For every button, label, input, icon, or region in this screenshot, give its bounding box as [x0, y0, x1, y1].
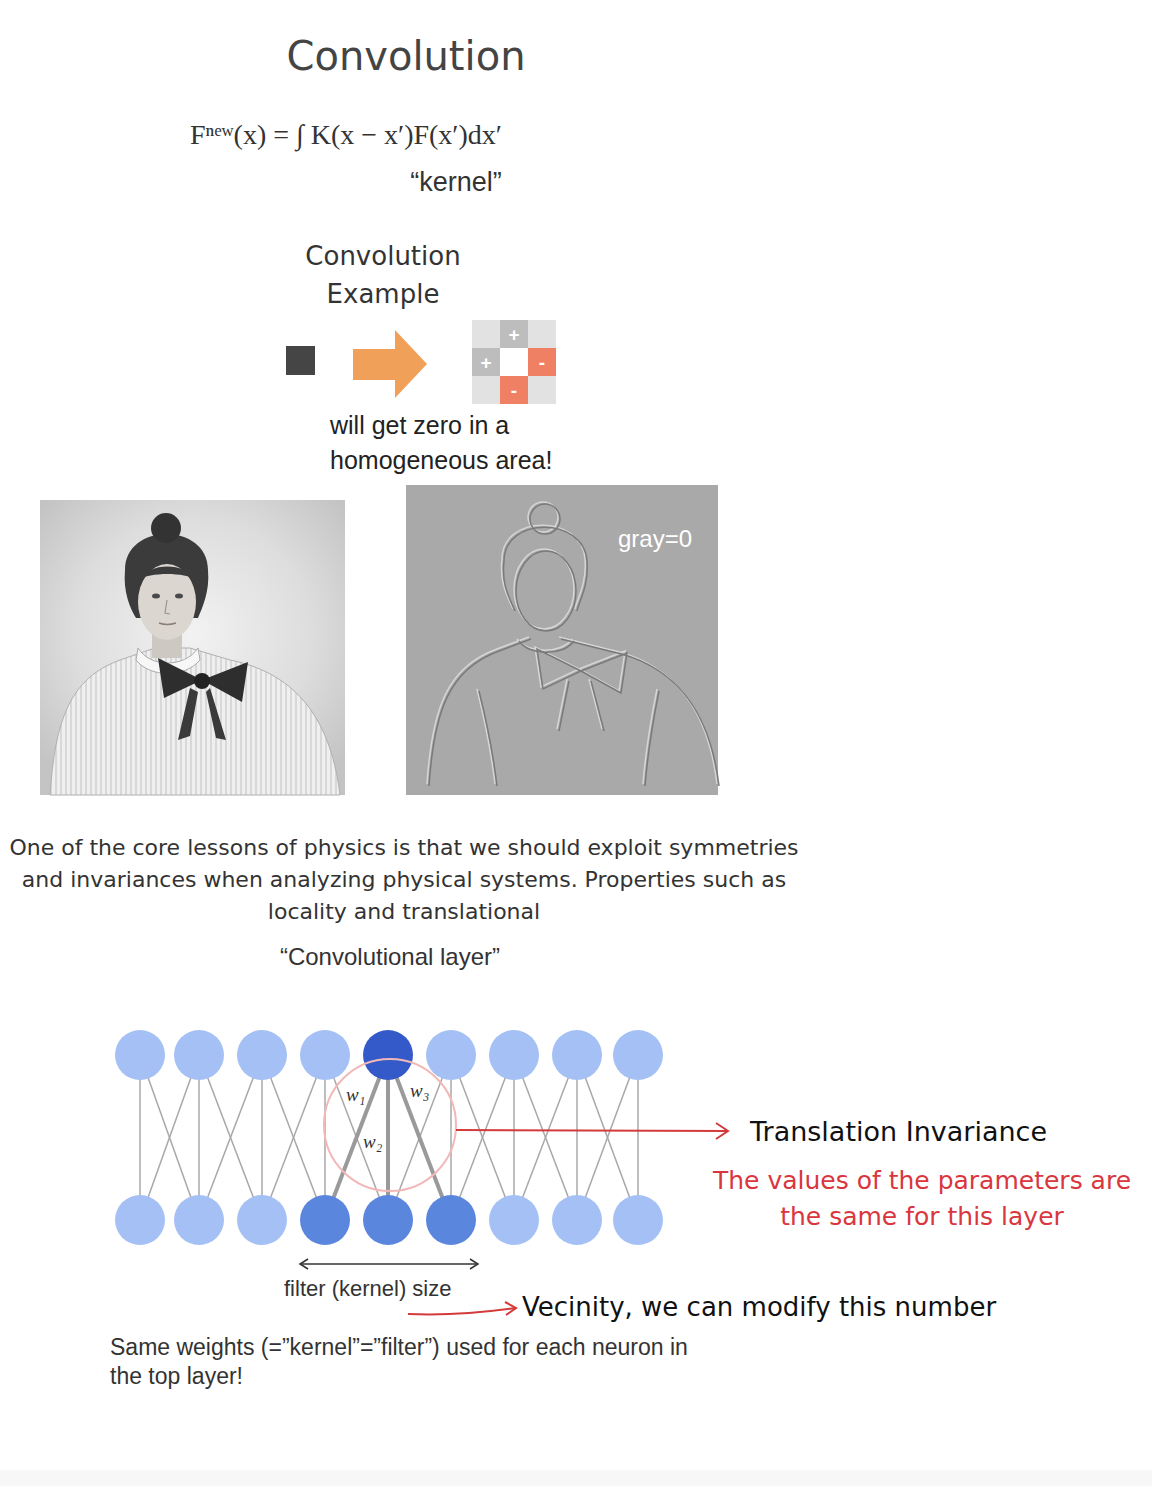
photo-background [40, 500, 345, 795]
neural-net [115, 1030, 663, 1245]
neuron [115, 1195, 165, 1245]
sign-label: + [480, 353, 491, 372]
section-heading: Convolution Example [283, 238, 483, 313]
connection-line [577, 1055, 638, 1220]
connection-line [388, 1055, 451, 1220]
arrow-head [470, 1259, 478, 1269]
neuron [237, 1030, 287, 1080]
nose [165, 600, 170, 614]
note: Same weights (=”kernel”=”filter”) used f… [110, 1333, 700, 1391]
neuron [237, 1195, 287, 1245]
connection-line [262, 1055, 325, 1220]
page-title: Convolution [287, 32, 526, 80]
sign-label: + [508, 325, 519, 344]
highlight-circle [324, 1059, 456, 1191]
vecinity-arrow [408, 1302, 516, 1315]
translation-arrow [456, 1123, 728, 1139]
portrait-photo [40, 500, 345, 795]
note: will get zero in a homogeneous area! [330, 408, 566, 478]
orange-arrow [353, 330, 427, 398]
weight-label: w₂ [363, 1131, 382, 1154]
formula: Fⁿᵉʷ(x) = ∫ K(x − x′)F(x′)dx′ [190, 118, 502, 152]
kernel-cell-bg [500, 348, 528, 376]
neuron [552, 1030, 602, 1080]
neuron [363, 1195, 413, 1245]
neuron [552, 1195, 602, 1245]
annotation: The values of the parameters are the sam… [699, 1163, 1145, 1236]
neuron [426, 1195, 476, 1245]
connection-line [140, 1055, 199, 1220]
eye [175, 594, 183, 599]
weight-label: w₃ [410, 1080, 429, 1103]
mouth [159, 623, 176, 625]
subheading: “Convolutional layer” [280, 943, 500, 972]
neuron [613, 1030, 663, 1080]
kernel-cell: - [500, 376, 528, 404]
arrow-shaft [456, 1130, 728, 1131]
dress [50, 648, 340, 795]
neuron [174, 1030, 224, 1080]
kernel-grid [472, 320, 556, 404]
sign-label: - [511, 381, 517, 400]
connection-line [199, 1055, 262, 1220]
connection-line [325, 1055, 388, 1220]
hair-front [138, 567, 196, 581]
annotation: Vecinity, we can modify this number [522, 1292, 996, 1323]
connection-line [451, 1055, 514, 1220]
arrow-shaft [408, 1308, 516, 1314]
connection-line [325, 1055, 388, 1220]
connection-line [262, 1055, 325, 1220]
axis-label: filter (kernel) size [284, 1276, 451, 1302]
connection-line [388, 1055, 451, 1220]
paragraph: One of the core lessons of physics is th… [4, 832, 804, 928]
connection-line [514, 1055, 577, 1220]
kernel-cell: - [528, 348, 556, 376]
arrow-head [716, 1123, 728, 1139]
connection-line [199, 1055, 262, 1220]
neuron [489, 1195, 539, 1245]
connection-line [140, 1055, 199, 1220]
arrow-head [300, 1259, 308, 1269]
eye [152, 594, 160, 599]
connection-line [451, 1055, 514, 1220]
connection-line [514, 1055, 577, 1220]
input-pixel [286, 346, 315, 375]
bow-knot [194, 673, 210, 689]
bow-tails [178, 688, 226, 740]
kernel-cell: + [472, 348, 500, 376]
kernel-cell-bg [472, 320, 500, 348]
image-label: gray=0 [618, 525, 692, 554]
neuron [115, 1030, 165, 1080]
face [138, 564, 196, 640]
kernel-cell: + [500, 320, 528, 348]
kernel-cell-bg [528, 376, 556, 404]
annotation-heading: Translation Invariance [750, 1116, 1047, 1148]
size-arrow [300, 1259, 478, 1269]
neuron [363, 1030, 413, 1080]
neuron [300, 1195, 350, 1245]
kernel-cell-bg [472, 376, 500, 404]
emboss-dark [429, 504, 719, 786]
neuron [489, 1030, 539, 1080]
sign-label: - [539, 353, 545, 372]
gray-image [406, 485, 718, 795]
neuron [613, 1195, 663, 1245]
convolved-photo [406, 485, 719, 795]
neuron [426, 1030, 476, 1080]
bow-tie [158, 658, 248, 702]
arrow-shaft [300, 1263, 478, 1265]
neuron [300, 1030, 350, 1080]
kernel-cell-bg [528, 320, 556, 348]
neuron [174, 1195, 224, 1245]
connection-line [577, 1055, 638, 1220]
formula-note: “kernel” [410, 166, 502, 198]
weight-label: w₁ [346, 1084, 365, 1107]
bottom-band [0, 1470, 1152, 1486]
arrow-head [505, 1302, 516, 1315]
hair-bun [151, 513, 181, 543]
